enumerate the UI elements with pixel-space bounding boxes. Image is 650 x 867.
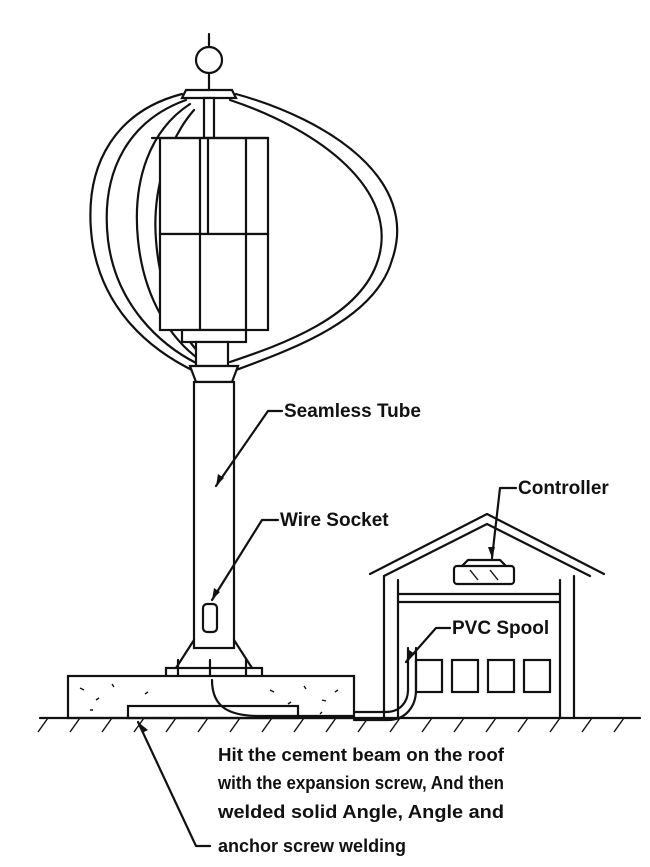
generator-base: [180, 328, 248, 344]
controller-box: [452, 564, 516, 586]
roof-inner: [382, 522, 592, 578]
ground: [37, 716, 642, 733]
label-pvc-spool: PVC Spool: [452, 618, 549, 639]
roof-outer: [368, 512, 606, 576]
blade-right-inner: [228, 98, 383, 364]
label-seamless-tube: Seamless Tube: [284, 401, 421, 422]
pvc-spool-conduit: [352, 646, 410, 714]
label-wire-socket: Wire Socket: [280, 510, 389, 531]
top-hub: [180, 88, 238, 100]
cable-underground: [210, 678, 356, 718]
leader-lines: [136, 409, 518, 848]
cabinet-2: [450, 658, 480, 694]
leader-wire-socket: [210, 518, 280, 602]
rotor-shaft: [202, 96, 216, 140]
foundation: [66, 674, 356, 720]
leader-anchor: [136, 720, 212, 848]
wire-socket: [201, 602, 219, 634]
blade-left-outer: [89, 92, 198, 374]
rotor-coupling: [194, 340, 230, 368]
label-controller: Controller: [518, 478, 609, 499]
note-line-1: Hit the cement beam on the roof: [218, 745, 505, 765]
generator-lower: [158, 232, 270, 332]
note-line-2: with the expansion screw, And then: [217, 773, 504, 793]
note-line-3: welded solid Angle, Angle and: [217, 802, 504, 822]
cabinet-3: [486, 658, 516, 694]
control-house: [352, 512, 606, 722]
blade-left-mid: [105, 98, 200, 366]
cabinet-1: [414, 658, 444, 694]
blade-left-inner: [135, 102, 202, 362]
cabinet-4: [522, 658, 552, 694]
leader-controller: [490, 486, 518, 560]
blade-right-outer: [234, 92, 399, 372]
top-ball: [194, 45, 224, 75]
turbine-rotor: [89, 32, 399, 384]
generator-upper: [158, 136, 270, 236]
note-line-4: anchor screw welding: [218, 836, 406, 856]
bottom-hub: [188, 364, 240, 384]
leader-seamless-tube: [214, 409, 284, 488]
leader-pvc-spool: [404, 626, 452, 664]
